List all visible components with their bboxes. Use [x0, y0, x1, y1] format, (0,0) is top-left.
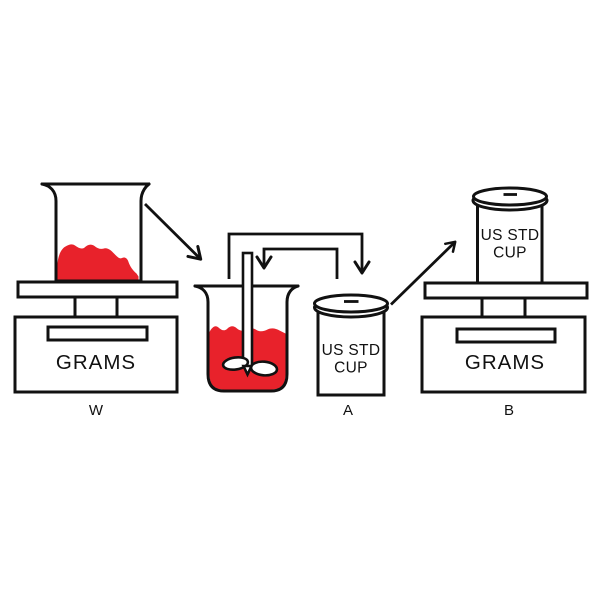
caption-w: W — [89, 402, 104, 419]
scale-w-display-text: GRAMS — [56, 351, 136, 374]
station-weigh-powder: GRAMS W — [13, 182, 179, 419]
stir-rod — [241, 251, 254, 369]
cup-b-label-line1: US STD — [481, 227, 540, 244]
scale-w-stem — [73, 295, 119, 319]
cup-b-label-line2: CUP — [493, 245, 527, 262]
arrow-a-to-b — [390, 240, 457, 306]
arrow-mix-to-cup — [227, 232, 371, 279]
arrow-w-to-mix — [144, 203, 203, 261]
cup-a-label-line1: US STD — [322, 342, 381, 359]
cup-a-label-line2: CUP — [334, 360, 368, 377]
scale-w-platform — [16, 280, 179, 299]
scale-b-platform — [423, 281, 589, 300]
station-mixing-beaker — [193, 232, 371, 393]
scale-b-display-text: GRAMS — [465, 351, 545, 374]
arrow-cup-to-mix — [255, 247, 339, 279]
caption-b: B — [504, 402, 514, 419]
powder-pile — [57, 244, 139, 280]
stir-rod-tip — [241, 364, 254, 378]
cup-a-lid-top — [313, 293, 389, 314]
propeller-blade-right — [249, 360, 279, 377]
station-cup-a: US STD CUP A — [313, 293, 389, 419]
mixing-beaker-outline — [193, 284, 300, 393]
scale-w-display-window — [46, 325, 149, 342]
station-weigh-cup: US STD CUP GRAMS B — [420, 186, 589, 419]
cup-b-lid-top — [472, 186, 548, 207]
scale-b-display-window — [455, 327, 557, 344]
cup-a-body — [316, 306, 386, 397]
propeller-blade-left — [221, 356, 250, 371]
caption-a: A — [343, 402, 353, 419]
scale-b-stem — [480, 296, 527, 319]
